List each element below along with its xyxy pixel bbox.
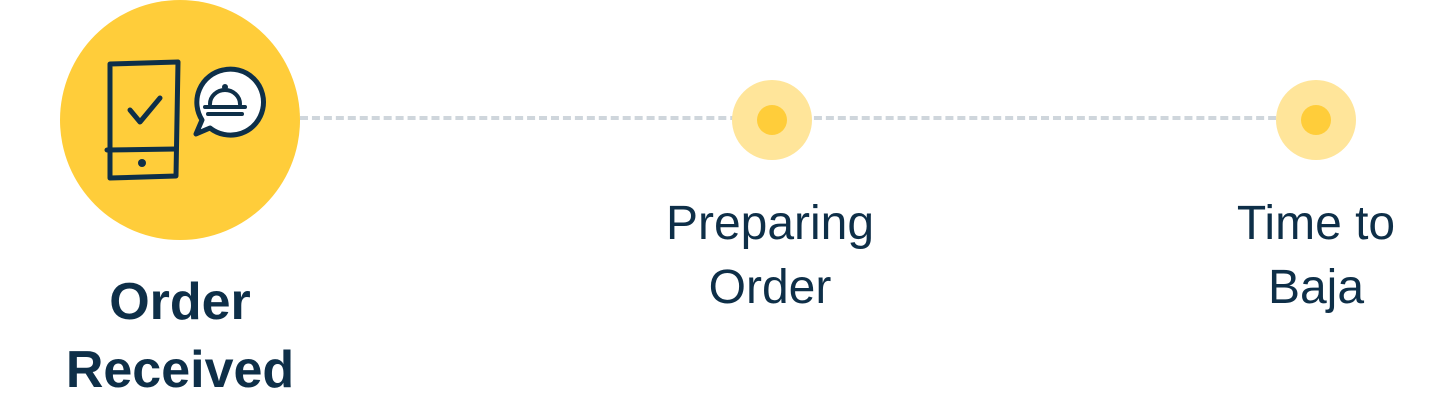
- step-3-time-to-baja-dot: [1276, 80, 1356, 160]
- step-1-label: Order Received: [20, 268, 340, 404]
- step-2-inner-dot: [757, 105, 787, 135]
- step-2-label-line1: Preparing: [665, 197, 875, 250]
- step-1-label-line1: Order: [109, 273, 251, 331]
- step-3-label: Time to Baja: [1196, 192, 1436, 320]
- step-3-label-line2: Baja: [1267, 261, 1365, 314]
- step-3-label-line1: Time to: [1236, 197, 1396, 250]
- step-2-label-line2: Order: [708, 261, 832, 314]
- step-3-inner-dot: [1301, 105, 1331, 135]
- phone-order-check-icon: [104, 59, 266, 181]
- step-2-label: Preparing Order: [620, 192, 920, 320]
- step-1-order-received-circle: [60, 0, 300, 240]
- step-2-preparing-order-dot: [732, 80, 812, 160]
- step-1-label-line2: Received: [65, 341, 295, 399]
